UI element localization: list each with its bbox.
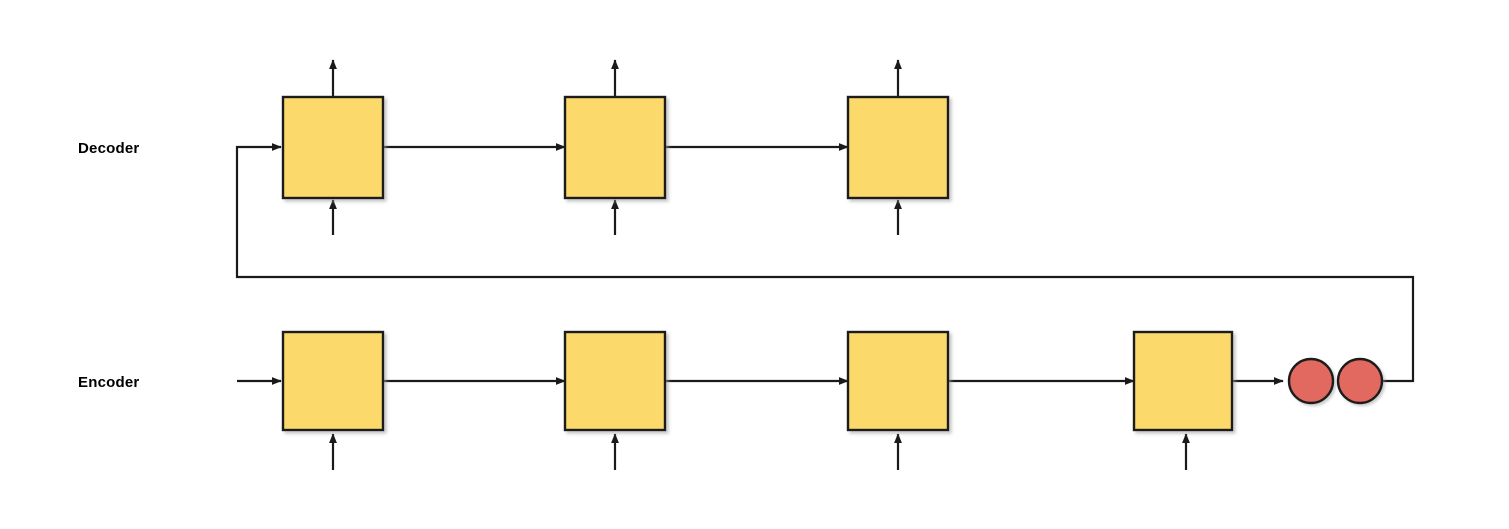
row-label-encoder: Encoder bbox=[78, 374, 140, 391]
decoder-cell-2[interactable] bbox=[563, 95, 667, 200]
decoder-cell-3[interactable] bbox=[846, 95, 950, 200]
encoder-cell-1[interactable] bbox=[281, 330, 385, 432]
encoder-cell-4[interactable] bbox=[1132, 330, 1234, 432]
state-token-2[interactable] bbox=[1336, 357, 1384, 405]
row-label-decoder: Decoder bbox=[78, 140, 140, 157]
feedback-path bbox=[235, 143, 1415, 383]
state-tokens bbox=[1287, 357, 1384, 405]
decoder-row bbox=[281, 59, 950, 235]
encoder-cell-2[interactable] bbox=[563, 330, 667, 432]
decoder-cell-1[interactable] bbox=[281, 95, 385, 200]
feedback-path-line bbox=[235, 143, 1415, 383]
state-token-1[interactable] bbox=[1287, 357, 1335, 405]
encoder-cell-3[interactable] bbox=[846, 330, 950, 432]
encoder-row bbox=[237, 330, 1284, 470]
